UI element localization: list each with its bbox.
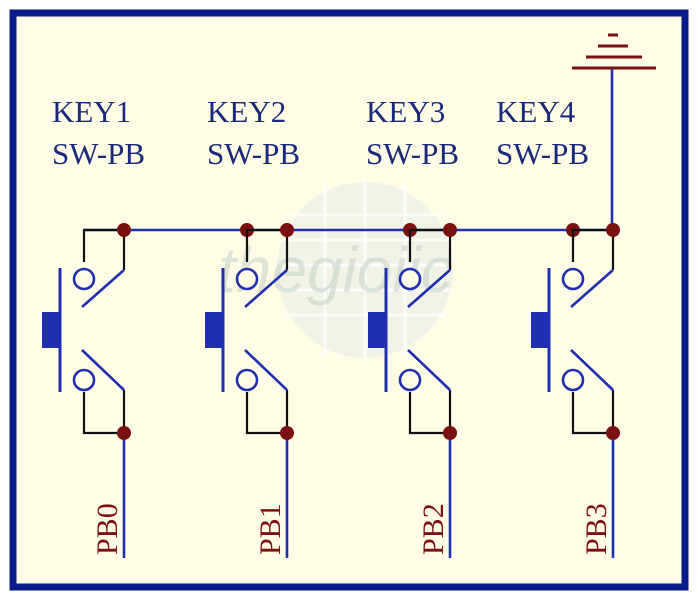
switch-left-bottom-leg xyxy=(571,392,613,435)
key2-value-label: SW-PB xyxy=(207,136,300,171)
ground-icon xyxy=(572,33,656,230)
switch-left-top-leg xyxy=(245,228,287,262)
junction-dot xyxy=(606,426,620,440)
switch-top-blade xyxy=(244,269,288,308)
switch-labels: KEY1 SW-PB KEY2 SW-PB KEY3 SW-PB KEY4 SW… xyxy=(52,94,589,171)
key4-value-label: SW-PB xyxy=(496,136,589,171)
switch-bottom-blade xyxy=(570,349,614,391)
junction-dot xyxy=(117,426,131,440)
net-label-pb3: PB3 xyxy=(580,503,613,555)
switch-top-contact xyxy=(398,267,422,291)
push-button-switch xyxy=(42,223,254,558)
net-label-pb0: PB0 xyxy=(91,503,124,555)
junction-dot xyxy=(117,223,131,237)
switch-left-bottom-leg xyxy=(82,392,124,435)
switch-top-contact xyxy=(235,267,259,291)
switch-top-contact xyxy=(561,267,585,291)
junction-dot xyxy=(280,223,294,237)
net-label-pb2: PB2 xyxy=(417,503,450,555)
switch-bottom-contact xyxy=(398,368,422,392)
switch-actuator xyxy=(531,312,549,348)
switch-actuator xyxy=(368,312,386,348)
key3-ref-label: KEY3 xyxy=(366,94,445,129)
key1-value-label: SW-PB xyxy=(52,136,145,171)
switch-bottom-blade xyxy=(407,349,451,391)
junction-dot xyxy=(280,426,294,440)
switch-actuator xyxy=(205,312,223,348)
switch-bottom-contact xyxy=(235,368,259,392)
switch-top-blade xyxy=(81,269,125,308)
switch-bottom-contact xyxy=(561,368,585,392)
junction-dot xyxy=(606,223,620,237)
net-labels: PB0 PB1 PB2 PB3 xyxy=(91,503,613,555)
switch-top-blade xyxy=(407,269,451,308)
key2-ref-label: KEY2 xyxy=(207,94,286,129)
key4-ref-label: KEY4 xyxy=(496,94,576,129)
switch-bottom-blade xyxy=(81,349,125,391)
push-button-switch xyxy=(205,223,417,558)
junction-dot xyxy=(443,223,457,237)
switch-top-blade xyxy=(570,269,614,308)
switch-left-bottom-leg xyxy=(408,392,450,435)
push-button-switch xyxy=(531,223,620,558)
switch-left-bottom-leg xyxy=(245,392,287,435)
junction-dot xyxy=(443,426,457,440)
switch-bottom-contact xyxy=(72,368,96,392)
key1-ref-label: KEY1 xyxy=(52,94,131,129)
key3-value-label: SW-PB xyxy=(366,136,459,171)
switch-group xyxy=(42,223,620,558)
switch-bottom-blade xyxy=(244,349,288,391)
switch-top-contact xyxy=(72,267,96,291)
switch-actuator xyxy=(42,312,60,348)
switch-left-top-leg xyxy=(408,228,450,262)
net-label-pb1: PB1 xyxy=(254,503,287,555)
switch-left-top-leg xyxy=(82,228,124,262)
switch-left-top-leg xyxy=(571,228,613,262)
